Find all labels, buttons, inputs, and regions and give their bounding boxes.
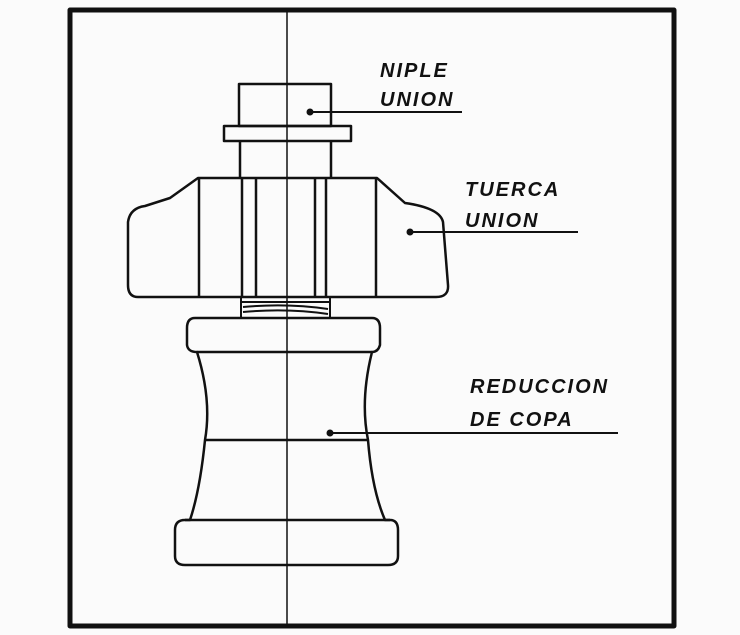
- leader-reduccion-de-copa: [326, 429, 618, 437]
- niple-union-part: [222, 82, 353, 178]
- label-union-1: UNION: [380, 89, 454, 111]
- drawing-frame: [67, 7, 677, 629]
- leader-niple-union: [306, 108, 462, 116]
- label-niple: NIPLE: [380, 60, 449, 82]
- label-union-2: UNION: [465, 210, 539, 232]
- label-reduccion: REDUCCION: [470, 376, 609, 398]
- tuerca-union-part: [126, 176, 450, 299]
- thread: [240, 297, 331, 318]
- leader-tuerca-union: [406, 228, 578, 236]
- label-de-copa: DE COPA: [470, 409, 574, 431]
- label-tuerca: TUERCA: [465, 179, 560, 201]
- reduccion-de-copa-part: [173, 316, 400, 567]
